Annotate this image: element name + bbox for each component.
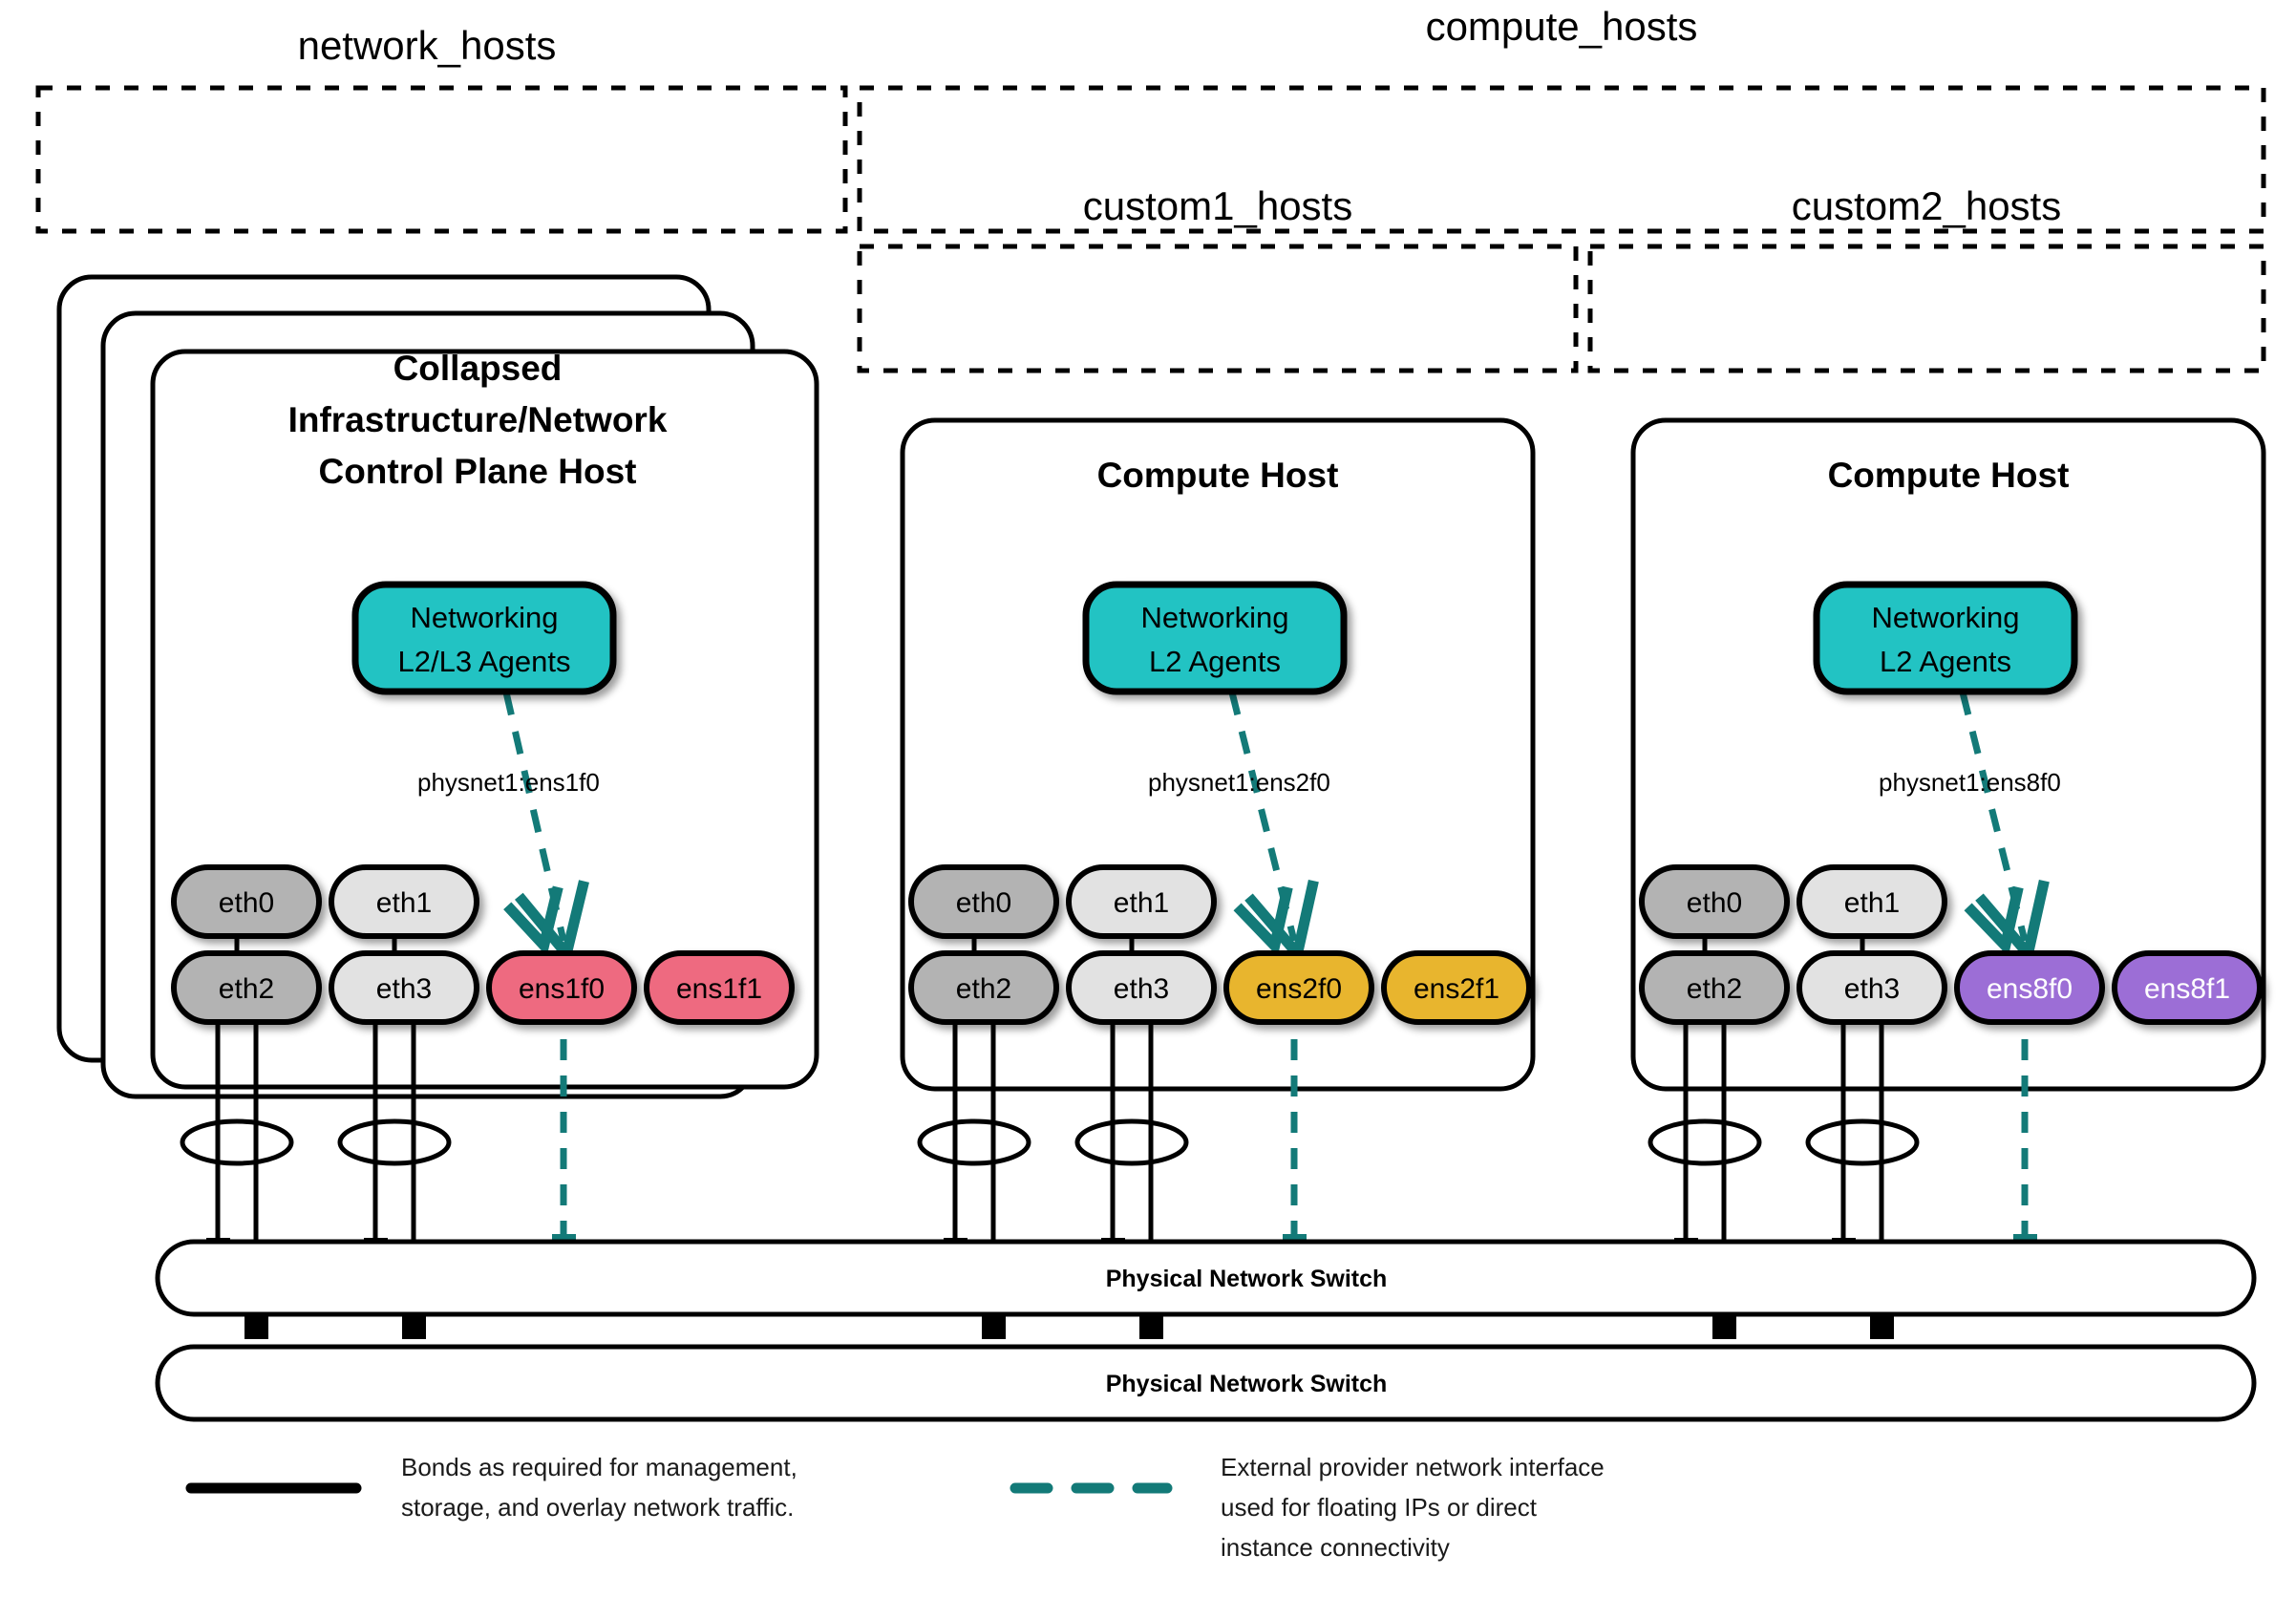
nic-pill-eth2[interactable] <box>908 950 1059 1025</box>
host-title-compute-1: Compute Host <box>1097 456 1339 495</box>
nic-label-provider-0: ens8f0 <box>1987 973 2073 1005</box>
host-card-compute-1[interactable] <box>900 417 1536 1092</box>
agent-label-line2: L2 Agents <box>1880 645 2011 678</box>
nic-pill-eth3[interactable] <box>329 950 479 1025</box>
nic-pill-provider-0[interactable] <box>486 950 637 1025</box>
nic-pill-provider-1[interactable] <box>1381 950 1532 1025</box>
nic-pill-provider-0[interactable] <box>1954 950 2105 1025</box>
host-title-compute-2: Compute Host <box>1828 456 2070 495</box>
nic-label-eth2: eth2 <box>1687 973 1742 1005</box>
nic-pill-eth1[interactable] <box>329 864 479 939</box>
nic-label-eth0: eth0 <box>219 887 274 919</box>
group-title-custom1-hosts: custom1_hosts <box>1083 183 1352 228</box>
host-title-line2: Infrastructure/Network <box>288 400 668 439</box>
nic-label-provider-1: ens8f1 <box>2144 973 2230 1005</box>
group-box-compute-hosts <box>857 85 2266 234</box>
legend-provider-line-2: used for floating IPs or direct <box>1221 1493 1538 1522</box>
group-title-custom2-hosts: custom2_hosts <box>1792 183 2061 228</box>
physnet-label: physnet1:ens2f0 <box>1148 768 1330 797</box>
group-box-custom1-hosts <box>857 244 1579 373</box>
bond-ellipse <box>917 1118 1031 1166</box>
agent-bubble-control-plane[interactable] <box>351 581 617 695</box>
group-box-network-hosts <box>35 85 848 234</box>
agent-to-nic-link <box>502 692 589 966</box>
physnet-label: physnet1:ens1f0 <box>417 768 600 797</box>
switch-label-top: Physical Network Switch <box>1106 1266 1388 1292</box>
host-title-line3: Control Plane Host <box>318 452 636 491</box>
nic-label-eth2: eth2 <box>956 973 1011 1005</box>
legend-bond-line-2: storage, and overlay network traffic. <box>401 1493 794 1522</box>
bond-ellipse <box>337 1118 452 1166</box>
agent-bubble-compute-1[interactable] <box>1082 581 1348 695</box>
bond-ellipse <box>1074 1118 1189 1166</box>
bond-ellipse <box>1805 1118 1920 1166</box>
legend-bond-line-1: Bonds as required for management, <box>401 1453 797 1481</box>
nic-pill-eth0[interactable] <box>908 864 1059 939</box>
nic-pill-eth0[interactable] <box>171 864 322 939</box>
nic-pill-eth2[interactable] <box>1639 950 1790 1025</box>
nic-label-eth3: eth3 <box>1114 973 1169 1005</box>
group-title-network-hosts: network_hosts <box>298 23 557 68</box>
nic-label-eth0: eth0 <box>1687 887 1742 919</box>
nic-label-eth3: eth3 <box>376 973 432 1005</box>
agent-label-line2: L2 Agents <box>1149 645 1281 678</box>
legend-provider-line-1: External provider network interface <box>1221 1453 1605 1481</box>
nic-label-eth1: eth1 <box>1844 887 1900 919</box>
nic-pill-provider-1[interactable] <box>644 950 795 1025</box>
nic-pill-provider-0[interactable] <box>1223 950 1374 1025</box>
nic-label-eth2: eth2 <box>219 973 274 1005</box>
switch-label-bottom: Physical Network Switch <box>1106 1371 1388 1397</box>
switch-bar-top[interactable] <box>155 1239 2257 1317</box>
bond-ellipse <box>1648 1118 1762 1166</box>
physnet-label: physnet1:ens8f0 <box>1879 768 2061 797</box>
nic-pill-eth3[interactable] <box>1066 950 1217 1025</box>
nic-label-eth1: eth1 <box>376 887 432 919</box>
switch-bar-bottom[interactable] <box>155 1344 2257 1422</box>
agent-label-line1: Networking <box>410 601 558 634</box>
nic-pill-provider-1[interactable] <box>2112 950 2263 1025</box>
agent-label-line1: Networking <box>1140 601 1288 634</box>
nic-label-provider-1: ens1f1 <box>676 973 762 1005</box>
nic-pill-eth1[interactable] <box>1066 864 1217 939</box>
agent-bubble-compute-2[interactable] <box>1813 581 2078 695</box>
agent-to-nic-link <box>1228 692 1319 966</box>
nic-label-provider-1: ens2f1 <box>1414 973 1499 1005</box>
nic-label-eth3: eth3 <box>1844 973 1900 1005</box>
nic-label-eth0: eth0 <box>956 887 1011 919</box>
nic-pill-eth1[interactable] <box>1796 864 1947 939</box>
agent-label-line2: L2/L3 Agents <box>398 645 571 678</box>
host-card-compute-2[interactable] <box>1630 417 2266 1092</box>
group-box-custom2-hosts <box>1587 244 2266 373</box>
host-title-line1: Collapsed <box>393 349 563 388</box>
nic-pill-eth0[interactable] <box>1639 864 1790 939</box>
agent-to-nic-link <box>1959 692 2050 966</box>
nic-label-eth1: eth1 <box>1114 887 1169 919</box>
nic-label-provider-0: ens2f0 <box>1256 973 1342 1005</box>
agent-label-line1: Networking <box>1871 601 2019 634</box>
bond-ellipse <box>180 1118 294 1166</box>
nic-pill-eth3[interactable] <box>1796 950 1947 1025</box>
nic-pill-eth2[interactable] <box>171 950 322 1025</box>
legend-provider-line-3: instance connectivity <box>1221 1533 1450 1562</box>
group-title-compute-hosts: compute_hosts <box>1426 4 1698 49</box>
nic-label-provider-0: ens1f0 <box>519 973 605 1005</box>
